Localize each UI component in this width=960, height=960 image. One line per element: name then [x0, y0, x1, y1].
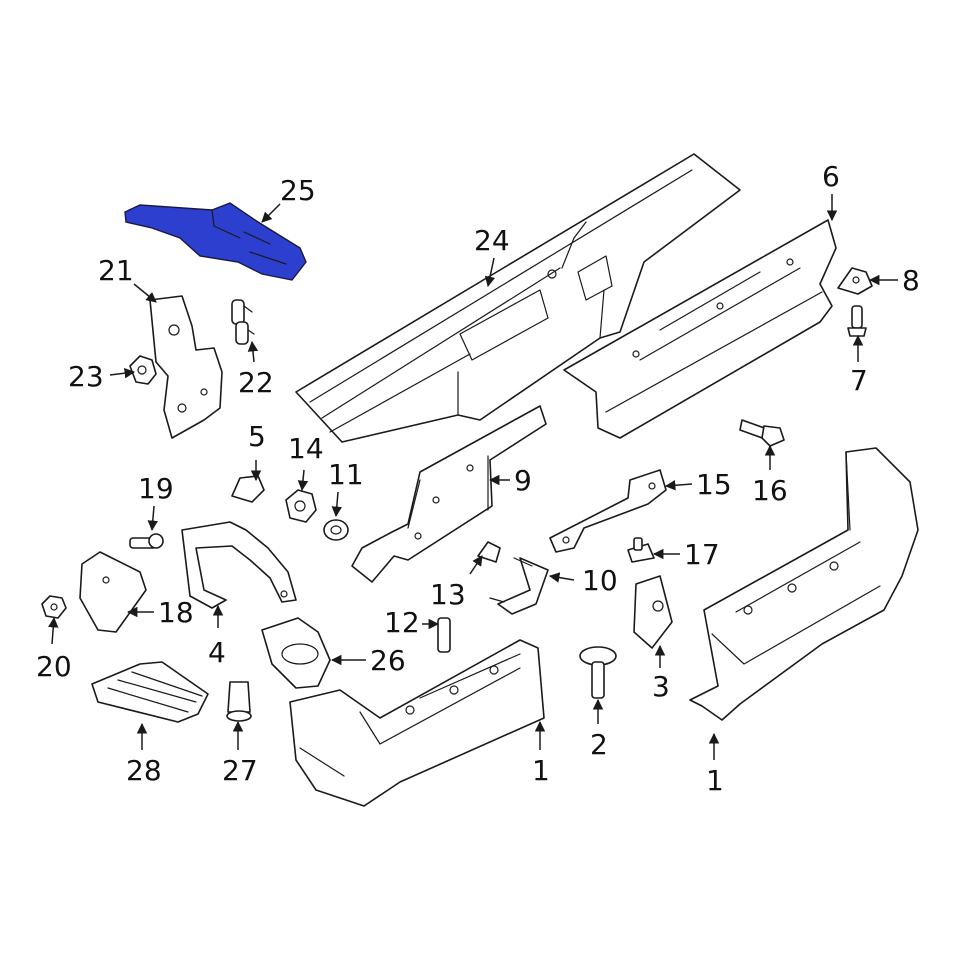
callout-24: 24 — [474, 224, 510, 257]
callout-23: 23 — [68, 360, 104, 393]
part-21-bracket[interactable] — [149, 295, 223, 439]
part-27-push-pin[interactable] — [226, 681, 252, 722]
part-20-nut[interactable] — [41, 595, 67, 619]
callout-5: 5 — [248, 420, 266, 453]
part-23-nut[interactable] — [129, 355, 157, 385]
callout-27: 27 — [222, 754, 258, 787]
callout-25: 25 — [280, 174, 316, 207]
callout-8: 8 — [902, 264, 920, 297]
part-15-bracket-bar[interactable] — [549, 469, 667, 553]
part-18-bracket[interactable] — [79, 551, 147, 633]
part-8-clip[interactable] — [837, 267, 873, 295]
part-14-nut[interactable] — [285, 489, 317, 523]
part-4-u-bracket[interactable] — [181, 521, 297, 609]
part-16-bolt[interactable] — [739, 419, 785, 447]
callout-1-left: 1 — [532, 754, 550, 787]
callout-11: 11 — [328, 458, 364, 491]
callout-10: 10 — [582, 564, 618, 597]
callout-20: 20 — [36, 650, 72, 683]
callout-18: 18 — [158, 596, 194, 629]
callout-26: 26 — [370, 644, 406, 677]
part-11-washer[interactable] — [323, 519, 349, 541]
part-17-push-pin[interactable] — [627, 537, 655, 563]
part-25-step-pad[interactable] — [124, 202, 307, 281]
part-3-bracket[interactable] — [633, 575, 673, 649]
callout-19: 19 — [138, 472, 174, 505]
callout-21: 21 — [98, 254, 134, 287]
leader-lines — [48, 194, 898, 760]
callout-15: 15 — [696, 468, 732, 501]
part-7-bolt[interactable] — [847, 305, 867, 337]
callout-1-right: 1 — [706, 764, 724, 797]
callout-22: 22 — [238, 366, 274, 399]
callout-9: 9 — [514, 464, 532, 497]
callout-labels: 24 25 6 8 7 21 22 23 5 14 11 9 15 16 19 … — [36, 160, 920, 797]
callout-13: 13 — [430, 578, 466, 611]
callout-28: 28 — [126, 754, 162, 787]
part-12-bolt[interactable] — [437, 617, 451, 653]
part-22-studs[interactable] — [231, 299, 255, 345]
part-1-left-end-cap[interactable] — [289, 639, 545, 807]
callout-2: 2 — [590, 728, 608, 761]
part-9-plate-bracket[interactable] — [351, 405, 547, 583]
callout-14: 14 — [288, 432, 324, 465]
part-24-bumper-step[interactable] — [295, 153, 741, 443]
callout-16: 16 — [752, 474, 788, 507]
callout-7: 7 — [850, 364, 868, 397]
callout-6: 6 — [822, 160, 840, 193]
part-26-mount[interactable] — [261, 617, 331, 689]
part-28-step-pad[interactable] — [91, 661, 209, 723]
part-13-clip[interactable] — [477, 541, 501, 563]
callout-12: 12 — [384, 606, 420, 639]
callout-3: 3 — [652, 670, 670, 703]
part-6-reinforcement[interactable] — [563, 219, 837, 439]
part-10-link[interactable] — [489, 557, 549, 615]
part-1-right-end-cap[interactable] — [689, 447, 919, 721]
part-19-stud[interactable] — [129, 533, 164, 549]
callout-4: 4 — [208, 636, 226, 669]
callout-17: 17 — [684, 538, 720, 571]
part-2-push-pin[interactable] — [579, 646, 617, 699]
part-5-clip[interactable] — [231, 475, 265, 503]
